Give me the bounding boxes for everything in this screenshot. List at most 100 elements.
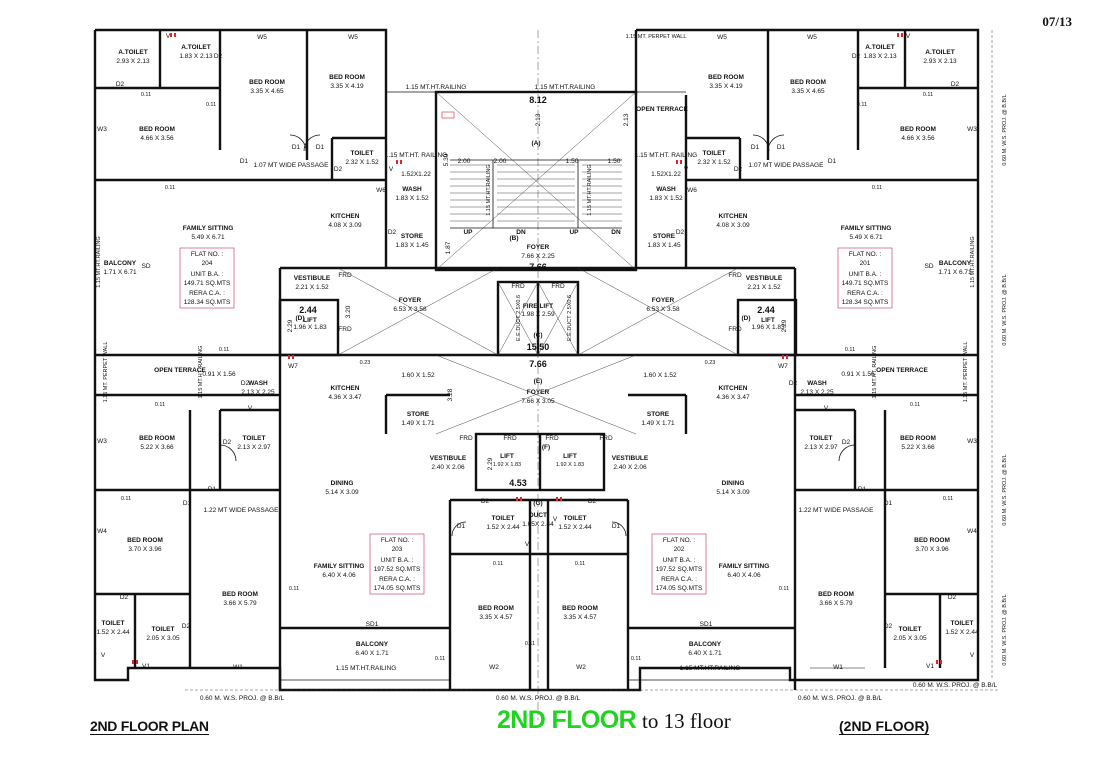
svg-text:3.35 X 4.57: 3.35 X 4.57 xyxy=(479,614,513,621)
svg-text:7.66 X 3.05: 7.66 X 3.05 xyxy=(521,398,555,405)
svg-text:D2: D2 xyxy=(588,498,597,505)
svg-text:4.66 X 3.56: 4.66 X 3.56 xyxy=(140,135,174,142)
svg-text:FRD: FRD xyxy=(503,435,517,442)
svg-text:FRD: FRD xyxy=(599,435,613,442)
center-title-main: 2ND FLOOR xyxy=(497,706,637,734)
svg-text:(B): (B) xyxy=(509,235,518,242)
svg-text:D2: D2 xyxy=(789,380,798,387)
svg-text:1.52 X 2.44: 1.52 X 2.44 xyxy=(96,629,130,636)
svg-text:FOYER: FOYER xyxy=(527,244,550,251)
svg-text:2.21 X 1.52: 2.21 X 1.52 xyxy=(747,284,781,291)
svg-text:FAMILY SITTING: FAMILY SITTING xyxy=(183,225,234,232)
svg-text:D2: D2 xyxy=(214,53,223,60)
svg-text:1.83 X 1.52: 1.83 X 1.52 xyxy=(395,195,429,202)
svg-text:5.14 X 3.09: 5.14 X 3.09 xyxy=(716,489,750,496)
svg-text:4.08 X 3.09: 4.08 X 3.09 xyxy=(328,222,362,229)
svg-text:W3: W3 xyxy=(967,438,977,445)
svg-text:V: V xyxy=(389,166,394,173)
svg-text:1.15 MT.HT. RAILING: 1.15 MT.HT. RAILING xyxy=(635,152,698,159)
svg-text:WASH: WASH xyxy=(402,186,422,193)
svg-text:RERA C.A. :: RERA C.A. : xyxy=(189,290,225,297)
svg-text:LIFT: LIFT xyxy=(303,317,317,324)
svg-text:1.15 MT. PERPET WALL: 1.15 MT. PERPET WALL xyxy=(103,342,109,403)
svg-text:BALCONY: BALCONY xyxy=(689,641,722,648)
svg-text:DINING: DINING xyxy=(722,480,745,487)
svg-text:W3: W3 xyxy=(97,126,107,133)
flat-info-203: FLAT NO. : 203 UNIT B.A. : 197.52 SQ.MTS… xyxy=(369,533,425,595)
svg-text:(A): (A) xyxy=(531,140,540,147)
svg-text:D2: D2 xyxy=(842,439,851,446)
svg-text:D2: D2 xyxy=(241,380,250,387)
svg-text:UNIT B.A. :: UNIT B.A. : xyxy=(663,557,696,564)
svg-text:TOILET: TOILET xyxy=(810,435,833,442)
svg-text:2.93 X 2.13: 2.93 X 2.13 xyxy=(923,58,957,65)
svg-text:6.40 X 1.71: 6.40 X 1.71 xyxy=(688,650,722,657)
svg-text:1.52X1.22: 1.52X1.22 xyxy=(401,171,431,178)
svg-text:W6: W6 xyxy=(376,187,386,194)
svg-text:2.93 X 2.13: 2.93 X 2.13 xyxy=(116,58,150,65)
svg-text:5.14 X 3.09: 5.14 X 3.09 xyxy=(325,489,359,496)
svg-text:VESTIBULE: VESTIBULE xyxy=(612,455,649,462)
svg-text:STORE: STORE xyxy=(653,233,676,240)
svg-text:VESTIBULE: VESTIBULE xyxy=(746,275,783,282)
svg-text:6.53 X 3.58: 6.53 X 3.58 xyxy=(393,306,427,313)
svg-text:V: V xyxy=(906,33,911,40)
svg-text:3.35 X 4.57: 3.35 X 4.57 xyxy=(563,614,597,621)
svg-text:SD: SD xyxy=(924,263,933,270)
svg-text:1.07 MT WIDE PASSAGE: 1.07 MT WIDE PASSAGE xyxy=(254,162,330,169)
svg-text:0.60 M. W.S. PROJ. @ B.B/L: 0.60 M. W.S. PROJ. @ B.B/L xyxy=(1002,94,1008,165)
svg-text:0.11: 0.11 xyxy=(289,586,299,592)
svg-text:3.35 X 4.19: 3.35 X 4.19 xyxy=(330,83,364,90)
svg-text:FRD: FRD xyxy=(545,435,559,442)
svg-text:(C): (C) xyxy=(533,332,542,339)
svg-text:FRD: FRD xyxy=(338,326,352,333)
svg-text:TOILET: TOILET xyxy=(102,620,125,627)
svg-text:DINING: DINING xyxy=(331,480,354,487)
svg-text:2.13 X 2.97: 2.13 X 2.97 xyxy=(804,444,838,451)
svg-text:V: V xyxy=(248,405,253,412)
svg-text:LIFT: LIFT xyxy=(761,317,775,324)
svg-text:0.11: 0.11 xyxy=(845,347,855,353)
svg-text:V: V xyxy=(824,405,829,412)
svg-text:BALCONY: BALCONY xyxy=(104,260,137,267)
svg-text:7.66: 7.66 xyxy=(529,359,547,369)
door-swing xyxy=(289,134,307,152)
svg-text:D2: D2 xyxy=(334,166,343,173)
svg-text:1.15 MT. PERPET WALL: 1.15 MT. PERPET WALL xyxy=(963,342,969,403)
svg-text:BED ROOM: BED ROOM xyxy=(818,591,854,598)
svg-text:FAMILY SITTING: FAMILY SITTING xyxy=(314,563,365,570)
plan-notes: 1.07 MT WIDE PASSAGE 1.07 MT WIDE PASSAG… xyxy=(96,34,1008,702)
svg-text:V: V xyxy=(525,541,530,548)
svg-text:1.96 X 1.83: 1.96 X 1.83 xyxy=(751,324,785,331)
svg-text:0.11: 0.11 xyxy=(121,496,131,502)
svg-text:W5: W5 xyxy=(717,34,727,41)
svg-text:197.52 SQ.MTS: 197.52 SQ.MTS xyxy=(374,566,421,573)
svg-text:1.15 MT.HT. RAILING: 1.15 MT.HT. RAILING xyxy=(385,152,448,159)
svg-text:LIFT: LIFT xyxy=(563,453,577,460)
svg-text:D1: D1 xyxy=(183,500,192,507)
svg-text:W2: W2 xyxy=(576,664,586,671)
svg-text:0.60 M. W.S. PROJ. @ B.B/L: 0.60 M. W.S. PROJ. @ B.B/L xyxy=(200,695,285,702)
svg-text:1.15 MT.HT.RAILING: 1.15 MT.HT.RAILING xyxy=(535,84,596,91)
svg-text:3.35 X 4.65: 3.35 X 4.65 xyxy=(250,88,284,95)
svg-text:FLAT NO. :: FLAT NO. : xyxy=(849,251,881,258)
svg-text:V: V xyxy=(684,166,689,173)
svg-text:0.60 M. W.S. PROJ. @ B.B/L: 0.60 M. W.S. PROJ. @ B.B/L xyxy=(798,695,883,702)
svg-text:UNIT B.A. :: UNIT B.A. : xyxy=(381,557,414,564)
svg-text:0.11: 0.11 xyxy=(631,656,641,662)
svg-text:3.28: 3.28 xyxy=(447,388,454,401)
svg-text:3.20: 3.20 xyxy=(345,305,352,318)
svg-text:VESTIBULE: VESTIBULE xyxy=(294,275,331,282)
svg-text:0.11: 0.11 xyxy=(435,656,445,662)
svg-text:D2: D2 xyxy=(676,229,685,236)
page-number: 07/13 xyxy=(1042,14,1072,29)
svg-text:0.11: 0.11 xyxy=(165,185,175,191)
svg-text:UNIT B.A. :: UNIT B.A. : xyxy=(849,271,882,278)
svg-text:0.11: 0.11 xyxy=(923,92,933,98)
svg-text:1.49 X 1.71: 1.49 X 1.71 xyxy=(641,420,675,427)
svg-text:TOILET: TOILET xyxy=(152,626,175,633)
svg-text:0.11: 0.11 xyxy=(779,586,789,592)
svg-text:D1: D1 xyxy=(292,144,301,151)
svg-text:2.00: 2.00 xyxy=(494,158,507,165)
svg-text:174.05 SQ.MTS: 174.05 SQ.MTS xyxy=(374,585,421,592)
